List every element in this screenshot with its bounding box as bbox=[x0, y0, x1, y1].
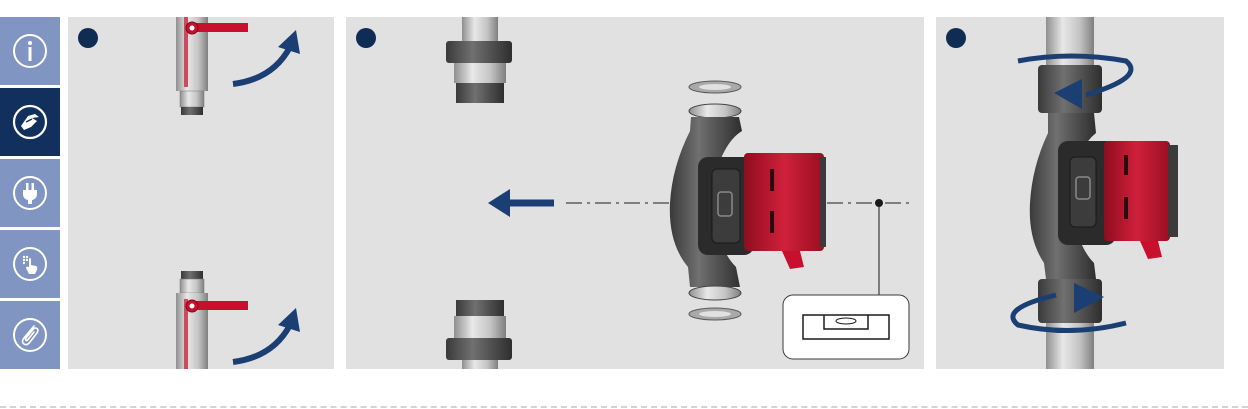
spirit-level-callout bbox=[783, 295, 909, 359]
power-plug-icon bbox=[10, 173, 50, 213]
nav-installation[interactable] bbox=[0, 88, 60, 156]
valve-close-arrow bbox=[233, 30, 300, 84]
nav-info[interactable] bbox=[0, 17, 60, 85]
upper-valve bbox=[176, 17, 248, 115]
nav-electrical[interactable] bbox=[0, 159, 60, 227]
footer-divider bbox=[0, 406, 1248, 408]
nav-operation[interactable] bbox=[0, 230, 60, 298]
installation-hand-icon bbox=[10, 102, 50, 142]
direction-arrow bbox=[488, 189, 554, 217]
circulation-pump bbox=[670, 81, 826, 320]
step-panel-tighten-unions bbox=[936, 17, 1224, 369]
paperclip-icon bbox=[10, 315, 50, 355]
lower-pipe-union bbox=[446, 300, 512, 369]
touch-operation-icon bbox=[10, 244, 50, 284]
nav-attachments[interactable] bbox=[0, 301, 60, 369]
installed-pump bbox=[1030, 17, 1178, 369]
valve-close-arrow bbox=[233, 308, 300, 362]
upper-pipe-union bbox=[446, 17, 512, 103]
step-panel-close-valves bbox=[68, 17, 334, 369]
info-icon bbox=[10, 31, 50, 71]
step-panel-align-pump bbox=[346, 17, 924, 369]
lower-valve bbox=[176, 271, 248, 369]
